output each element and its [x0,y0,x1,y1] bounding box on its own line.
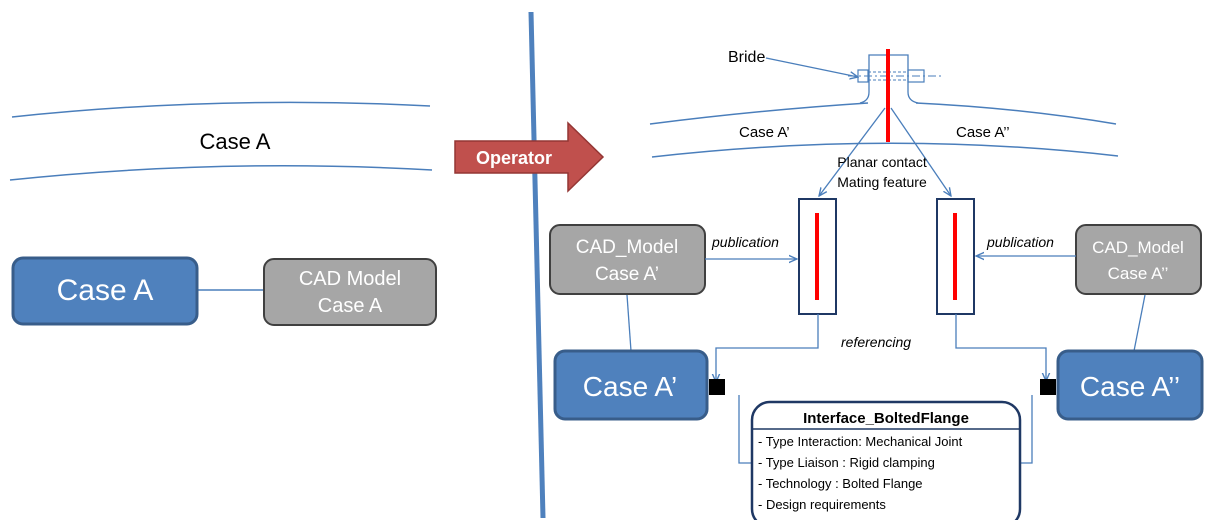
interface-line-2: - Type Liaison : Rigid clamping [758,455,935,470]
cad-model-right-line1: CAD_Model [1092,238,1184,257]
cad-right-to-case-line [1133,294,1146,352]
bride-pointer [765,57,858,77]
cad-model-left-line2: Case A’ [595,264,659,285]
publication-label-left: publication [711,234,779,250]
left-cad-line1: CAD Model [299,268,401,290]
referencing-arrow-right [955,314,1046,381]
contact-arrow-right [890,107,951,196]
left-band-top-curve [11,101,431,118]
contact-label-2: Mating feature [837,174,927,190]
case-a2-box-label: Case A’’ [1080,371,1180,402]
operator-arrow[interactable] [454,121,605,193]
left-cad-line2: Case A [318,295,383,317]
case-a1-box-label: Case A’ [583,371,677,402]
left-band-label: Case A [200,129,271,154]
cad-model-left-line1: CAD_Model [576,237,678,258]
referencing-arrow-left [716,314,819,382]
case-a2-box[interactable] [1056,349,1204,421]
bride-label: Bride [728,49,765,66]
interface-link-left [738,395,755,464]
operator-label: Operator [476,148,552,168]
cad-model-right[interactable] [1075,224,1202,295]
vertical-divider [528,11,546,519]
interface-line-4: - Design requirements [758,497,886,512]
interface-line-1: - Type Interaction: Mechanical Joint [758,434,963,449]
contact-arrow-left [819,107,886,196]
cad-left-to-case-line [626,294,632,352]
left-case-box[interactable] [11,256,199,326]
referencing-label: referencing [841,334,911,350]
interface-line-3: - Technology : Bolted Flange [758,476,923,491]
interface-link-right [1019,395,1033,464]
band-bottom-curve [651,142,1119,158]
left-case-box-label: Case A [57,274,154,307]
case-a1-box[interactable] [553,349,709,421]
interface-box[interactable] [750,400,1022,520]
interface-title: Interface_BoltedFlange [803,410,969,427]
contact-label-1: Planar contact [837,154,927,170]
port-left[interactable] [709,379,725,395]
cad-model-right-line2: Case A’’ [1108,264,1169,283]
publication-label-right: publication [986,234,1054,250]
left-band-bottom-curve [9,165,433,181]
port-right[interactable] [1040,379,1056,395]
left-cad-box[interactable] [263,258,437,326]
case-a2-band-label: Case A’’ [956,124,1010,141]
band-top-curve [649,102,1117,125]
case-a1-band-label: Case A’ [739,124,790,141]
